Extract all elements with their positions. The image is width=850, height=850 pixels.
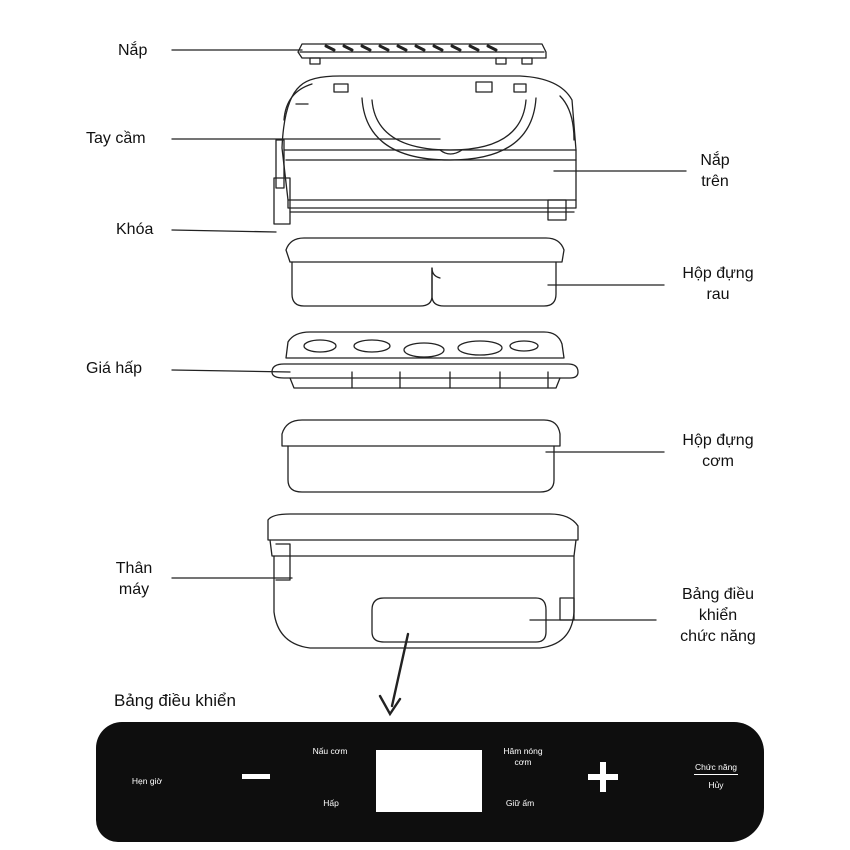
label-hop-dung-rau: Hộp đựng rau xyxy=(664,263,772,305)
lid-part xyxy=(297,43,547,65)
label-nap-tren-line1: Nắp xyxy=(700,152,730,169)
display-screen xyxy=(376,750,482,812)
reheat-rice-line2: cơm xyxy=(514,757,532,767)
main-body-part xyxy=(267,513,579,649)
upper-cover-part xyxy=(273,75,577,225)
vegetable-box-part xyxy=(285,237,565,307)
label-nap-tren: Nắp trên xyxy=(690,150,740,192)
label-bang-dieu-khien-chuc-nang: Bảng điều khiển chức năng xyxy=(656,584,780,647)
reheat-rice-line1: Hâm nóng xyxy=(503,746,543,756)
label-than-may: Thân máy xyxy=(106,558,162,600)
label-hop-dung-com-line2: cơm xyxy=(702,453,734,470)
label-hop-dung-rau-line1: Hộp đựng xyxy=(682,265,754,282)
function-cancel-divider xyxy=(694,774,738,775)
label-bang-line1: Bảng điều xyxy=(681,586,755,603)
cook-rice-button[interactable]: Nấu cơm xyxy=(312,746,348,756)
keep-warm-button[interactable]: Giữ ấm xyxy=(505,798,535,808)
label-bang-line3: chức năng xyxy=(680,628,756,645)
label-bang-line2: khiển xyxy=(698,607,738,624)
plus-button[interactable] xyxy=(588,762,618,792)
panel-title: Bảng điều khiển xyxy=(114,691,236,710)
label-khoa: Khóa xyxy=(116,221,154,238)
rice-box-part xyxy=(281,419,561,493)
function-button[interactable]: Chức năng xyxy=(694,762,738,772)
timer-button[interactable]: Hẹn giờ xyxy=(131,776,163,786)
label-nap: Nắp xyxy=(118,42,148,59)
label-tay-cam: Tay cầm xyxy=(86,130,146,147)
reheat-rice-button[interactable]: Hâm nóng cơm xyxy=(492,746,554,768)
label-hop-dung-com: Hộp đựng cơm xyxy=(664,430,772,472)
label-than-may-line1: Thân xyxy=(115,560,153,577)
leader-lines xyxy=(171,49,687,621)
panel-arrow xyxy=(378,632,410,717)
label-nap-tren-line2: trên xyxy=(701,173,729,190)
steam-button[interactable]: Hấp xyxy=(323,798,339,808)
minus-button[interactable] xyxy=(242,774,270,779)
cancel-button[interactable]: Hủy xyxy=(708,780,724,790)
control-panel: Hẹn giờ Nấu cơm Hấp Hâm nóng cơm Giữ ấm … xyxy=(96,722,764,842)
label-than-may-line2: máy xyxy=(118,581,150,598)
label-hop-dung-com-line1: Hộp đựng xyxy=(682,432,754,449)
label-hop-dung-rau-line2: rau xyxy=(706,286,730,303)
label-gia-hap: Giá hấp xyxy=(86,360,143,377)
steam-tray-part xyxy=(271,331,579,389)
